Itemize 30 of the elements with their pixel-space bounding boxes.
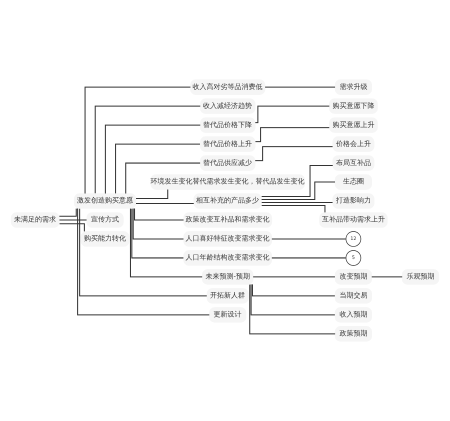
connector [132,208,184,240]
connector [250,284,335,316]
connector [253,276,335,278]
connector [125,162,200,194]
connector [262,165,333,198]
connector [131,208,184,258]
connector [84,86,190,194]
connector [249,284,336,334]
connector [134,208,184,220]
connector [59,208,77,217]
connector [262,182,335,200]
connector [252,284,335,296]
connector [136,203,194,204]
connector [255,146,333,162]
connector [59,219,87,220]
connector [136,190,168,200]
connector [272,257,346,258]
connector [60,223,85,232]
connector [262,202,333,204]
connector [265,86,336,88]
connector [130,208,202,278]
connector [77,208,210,316]
connector [272,238,346,240]
connector [255,106,330,124]
connector [104,124,200,194]
connector [372,276,402,278]
connector [94,106,200,194]
connector [115,144,200,194]
connector [262,204,326,212]
connector [255,127,330,142]
